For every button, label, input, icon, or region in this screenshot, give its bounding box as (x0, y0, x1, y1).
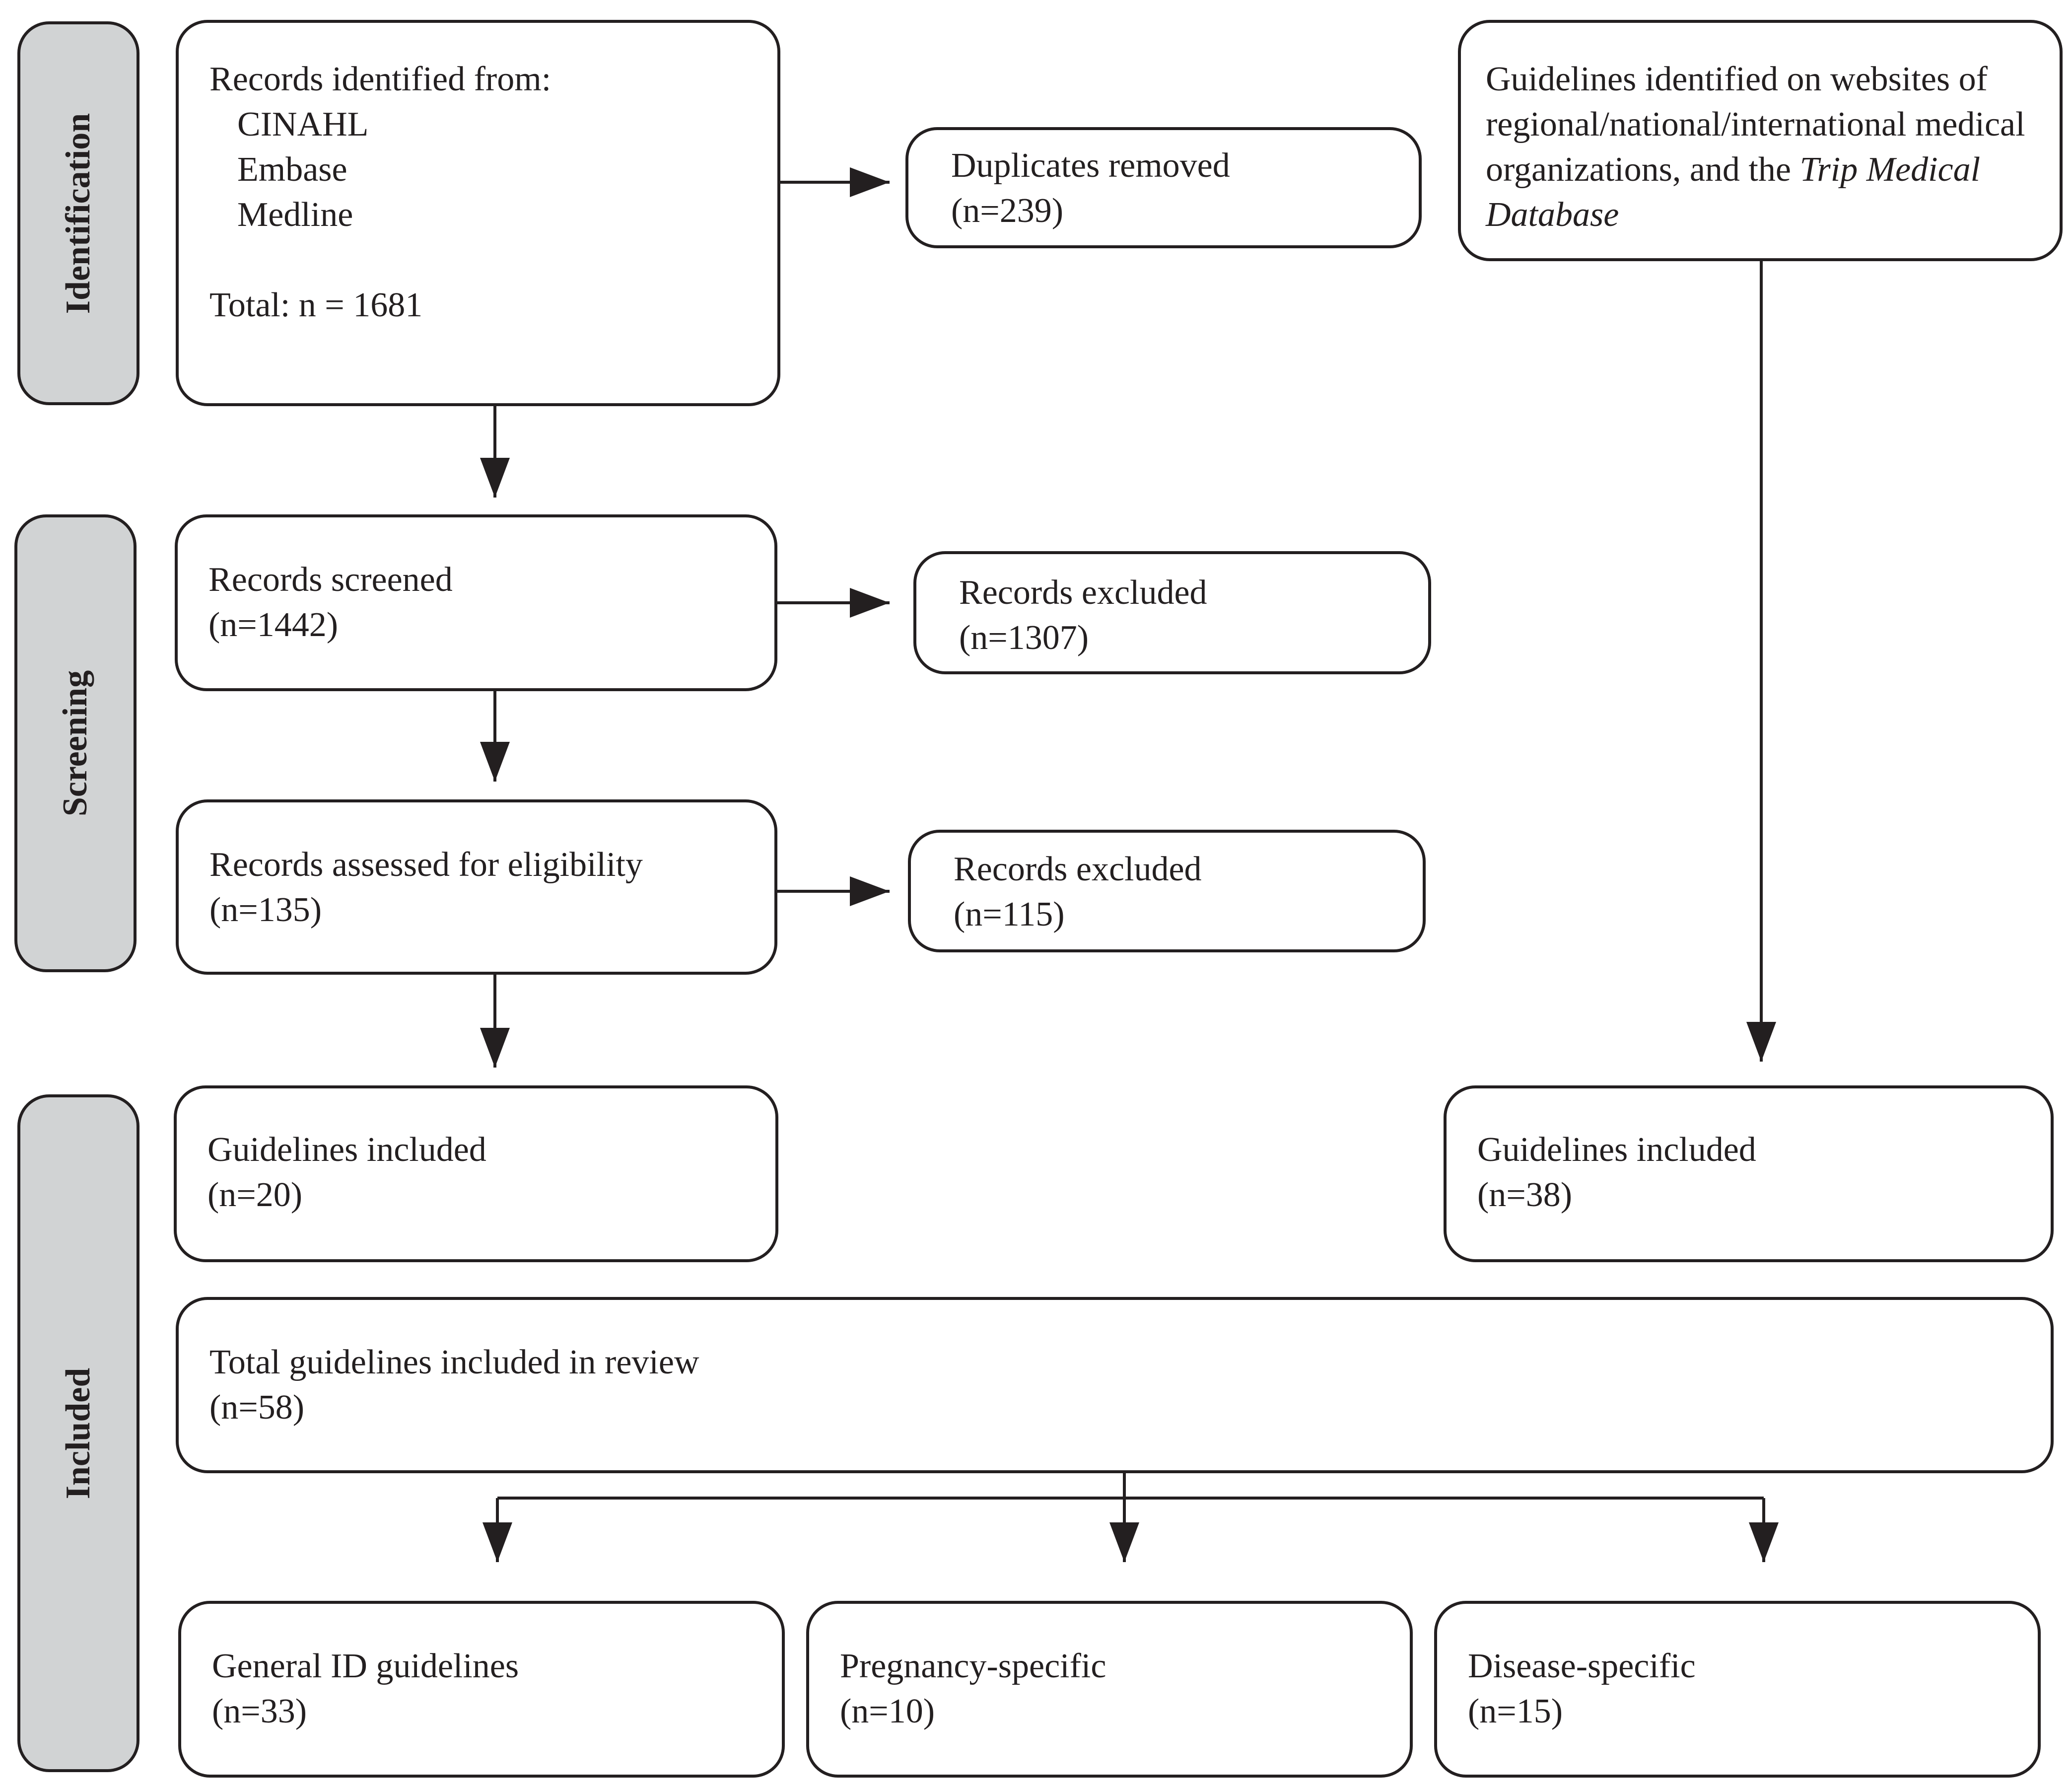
records-screened-box: Records screened (n=1442) (175, 514, 777, 691)
records-identified-box: Records identified from: CINAHL Embase M… (176, 20, 780, 406)
guidelines-included-websites-label: Guidelines included (1477, 1131, 1756, 1169)
stage-included-label: Included (59, 1367, 97, 1499)
general-id-guidelines-label: General ID guidelines (212, 1647, 519, 1685)
database-cinahl: CINAHL (237, 105, 369, 143)
disease-specific-label: Disease-specific (1468, 1647, 1696, 1685)
records-identified-heading: Records identified from: (209, 60, 552, 98)
records-excluded-screening-box: Records excluded (n=1307) (913, 551, 1431, 674)
duplicates-removed-count: (n=239) (951, 192, 1064, 230)
guidelines-included-databases-count: (n=20) (207, 1176, 303, 1214)
guidelines-included-websites-box: Guidelines included (n=38) (1444, 1085, 2054, 1262)
records-assessed-box: Records assessed for eligibility (n=135) (176, 799, 777, 975)
records-excluded-screening-count: (n=1307) (959, 619, 1089, 657)
records-assessed-label: Records assessed for eligibility (209, 846, 643, 884)
stage-screening-label: Screening (56, 670, 94, 817)
pregnancy-specific-label: Pregnancy-specific (840, 1647, 1106, 1685)
disease-specific-box: Disease-specific (n=15) (1434, 1601, 2041, 1778)
general-id-guidelines-count: (n=33) (212, 1692, 307, 1730)
pregnancy-specific-count: (n=10) (840, 1692, 935, 1730)
pregnancy-specific-box: Pregnancy-specific (n=10) (806, 1601, 1413, 1778)
stage-included: Included (17, 1094, 139, 1772)
disease-specific-count: (n=15) (1468, 1692, 1563, 1730)
records-identified-total: Total: n = 1681 (209, 286, 423, 324)
duplicates-removed-label: Duplicates removed (951, 146, 1230, 185)
guidelines-included-databases-box: Guidelines included (n=20) (174, 1085, 778, 1262)
records-excluded-screening-label: Records excluded (959, 573, 1207, 612)
total-guidelines-label: Total guidelines included in review (209, 1343, 699, 1381)
records-excluded-eligibility-box: Records excluded (n=115) (908, 830, 1426, 952)
records-screened-label: Records screened (208, 561, 453, 599)
total-guidelines-box: Total guidelines included in review (n=5… (176, 1297, 2054, 1473)
records-excluded-eligibility-label: Records excluded (954, 850, 1202, 888)
stage-identification: Identification (17, 21, 139, 405)
stage-identification-label: Identification (59, 113, 97, 314)
duplicates-removed-box: Duplicates removed (n=239) (905, 127, 1422, 248)
websites-identified-box: Guidelines identified on websites of reg… (1458, 20, 2063, 261)
total-guidelines-count: (n=58) (209, 1388, 305, 1427)
guidelines-included-databases-label: Guidelines included (207, 1131, 486, 1169)
database-medline: Medline (237, 196, 353, 234)
websites-identified-text: Guidelines identified on websites of reg… (1486, 60, 2025, 189)
records-screened-count: (n=1442) (208, 606, 339, 644)
database-embase: Embase (237, 150, 347, 189)
records-excluded-eligibility-count: (n=115) (954, 895, 1065, 933)
records-assessed-count: (n=135) (209, 891, 322, 929)
stage-screening: Screening (14, 514, 137, 972)
trip-database-name: Trip Medical Database (1486, 150, 1981, 234)
general-id-guidelines-box: General ID guidelines (n=33) (178, 1601, 785, 1778)
guidelines-included-websites-count: (n=38) (1477, 1176, 1573, 1214)
